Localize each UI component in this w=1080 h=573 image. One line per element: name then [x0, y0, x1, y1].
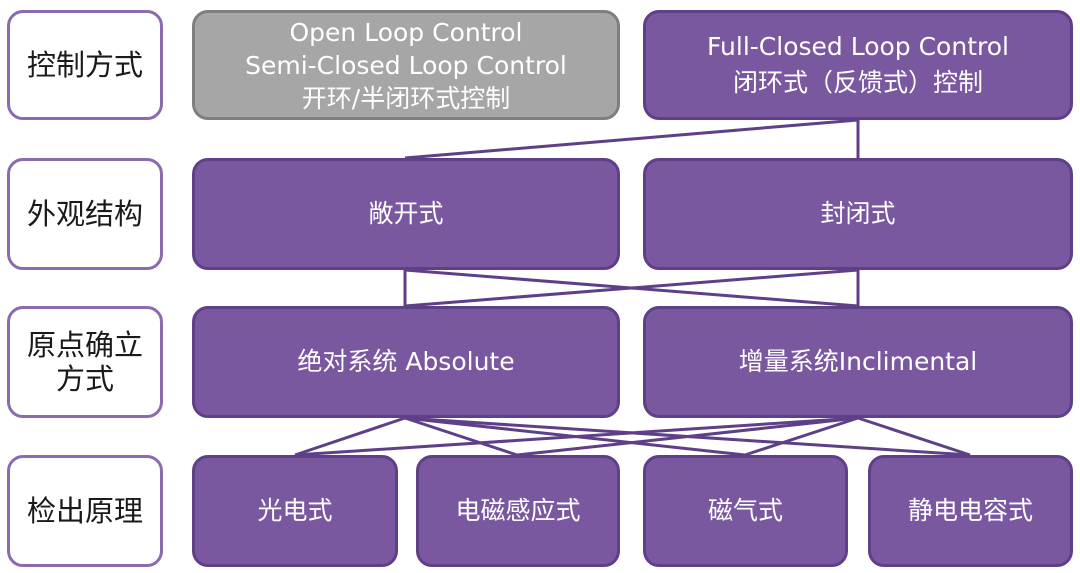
- magnetic-box: 磁气式: [643, 455, 848, 567]
- node-text: 封闭式: [820, 199, 896, 228]
- connector-line: [404, 118, 859, 160]
- node-text: 增量系统Inclimental: [738, 347, 978, 376]
- absolute-system-box: 绝对系统 Absolute: [192, 306, 620, 418]
- node-text: 开环/半闭环式控制: [301, 83, 511, 113]
- row-label-origin-method: 原点确立 方式: [7, 306, 163, 418]
- connector-line: [857, 416, 971, 457]
- node-text: Semi-Closed Loop Control: [245, 50, 567, 80]
- node-text: 磁气式: [707, 496, 783, 525]
- connector-line: [294, 416, 859, 457]
- connector-line: [404, 416, 518, 457]
- node-text: 敞开式: [368, 199, 444, 228]
- connector-line: [516, 416, 859, 457]
- open-loop-control-box: Open Loop Control Semi-Closed Loop Contr…: [192, 10, 620, 120]
- node-text: 静电电容式: [907, 496, 1033, 525]
- connector-line: [744, 416, 859, 457]
- row-label-text: 外观结构: [26, 197, 143, 231]
- row-label-text: 控制方式: [26, 48, 143, 82]
- node-text: 电磁感应式: [455, 496, 581, 525]
- row-label-text: 方式: [55, 362, 114, 396]
- incremental-system-box: 增量系统Inclimental: [643, 306, 1073, 418]
- node-text: Full-Closed Loop Control: [707, 32, 1009, 61]
- node-text: 绝对系统 Absolute: [297, 347, 515, 376]
- closed-loop-control-box: Full-Closed Loop Control 闭环式（反馈式）控制: [643, 10, 1073, 120]
- row-label-text: 检出原理: [26, 494, 143, 528]
- electromagnetic-induction-box: 电磁感应式: [416, 455, 620, 567]
- capacitive-box: 静电电容式: [868, 455, 1073, 567]
- row-label-detection: 检出原理: [7, 455, 163, 567]
- node-text: Open Loop Control: [289, 17, 523, 47]
- photoelectric-box: 光电式: [192, 455, 398, 567]
- open-structure-box: 敞开式: [192, 158, 620, 270]
- node-text: 闭环式（反馈式）控制: [732, 68, 983, 97]
- row-label-text: 原点确立: [26, 328, 143, 362]
- connector-line: [294, 416, 406, 457]
- connector-line: [404, 268, 859, 308]
- node-text: 光电式: [257, 496, 333, 525]
- row-label-structure: 外观结构: [7, 158, 163, 270]
- closed-structure-box: 封闭式: [643, 158, 1073, 270]
- row-label-control-method: 控制方式: [7, 10, 163, 120]
